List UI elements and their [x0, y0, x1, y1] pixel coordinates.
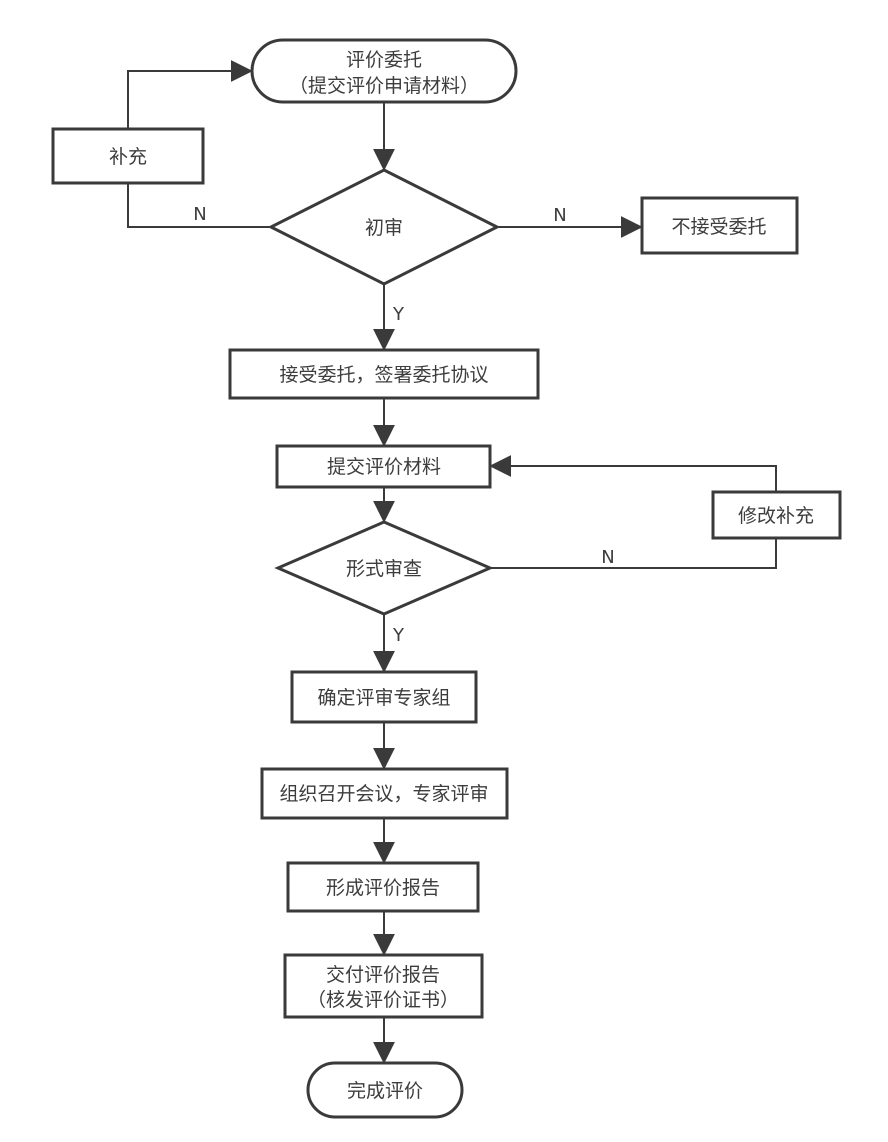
label-formal-review-n: N [601, 547, 614, 568]
formal-review-shape [274, 520, 494, 616]
start-terminal-label-line1: 评价委托 [346, 49, 422, 71]
edge-formal-review-to-modify [490, 538, 777, 569]
node-supplement: 补充 [51, 127, 205, 185]
meeting-label: 组织召开会议，专家评审 [279, 783, 488, 805]
edge-labels: N N Y N Y [193, 204, 614, 646]
meeting-shape [260, 767, 509, 820]
form-report-shape [286, 861, 480, 913]
label-initial-review-n-left: N [193, 204, 206, 225]
form-report-label: 形成评价报告 [326, 877, 440, 899]
node-deliver-report: 交付评价报告 （核发评价证书） [283, 953, 484, 1019]
deliver-report-label-line1: 交付评价报告 [326, 964, 440, 986]
start-terminal-label-line2: （提交评价申请材料） [289, 75, 479, 97]
node-modify-supplement: 修改补充 [711, 490, 842, 540]
finish-terminal-label: 完成评价 [347, 1080, 423, 1102]
initial-review-label: 初审 [365, 217, 403, 239]
initial-review-shape [267, 168, 501, 286]
modify-supplement-shape [711, 490, 842, 540]
node-accept: 接受委托，签署委托协议 [228, 348, 540, 400]
label-formal-review-y: Y [392, 625, 405, 646]
expert-group-shape [290, 670, 478, 724]
node-meeting: 组织召开会议，专家评审 [260, 767, 509, 820]
formal-review-label: 形式审查 [346, 558, 422, 580]
modify-supplement-label: 修改补充 [738, 505, 814, 527]
deliver-report-shape [283, 953, 484, 1019]
edge-initial-review-to-supplement [127, 183, 271, 228]
start-terminal-shape [250, 38, 518, 104]
edge-modify-to-submit [489, 455, 777, 492]
node-finish-terminal: 完成评价 [306, 1061, 464, 1119]
accept-shape [228, 348, 540, 400]
supplement-shape [51, 127, 205, 185]
expert-group-label: 确定评审专家组 [317, 687, 450, 709]
edge-supplement-to-start [127, 60, 253, 129]
node-expert-group: 确定评审专家组 [290, 670, 478, 724]
accept-label: 接受委托，签署委托协议 [279, 364, 488, 386]
submit-materials-shape [275, 444, 492, 489]
submit-materials-label: 提交评价材料 [327, 456, 441, 478]
reject-label: 不接受委托 [671, 216, 766, 238]
node-initial-review-decision: 初审 [267, 168, 501, 286]
finish-terminal-shape [306, 1061, 464, 1119]
label-initial-review-n-right: N [553, 205, 566, 226]
label-initial-review-y: Y [392, 304, 405, 325]
supplement-label: 补充 [109, 146, 147, 168]
node-submit-materials: 提交评价材料 [275, 444, 492, 489]
node-formal-review-decision: 形式审查 [274, 520, 494, 616]
deliver-report-label-line2: （核发评价证书） [307, 989, 459, 1011]
edges [127, 60, 777, 1064]
reject-shape [640, 196, 799, 255]
node-form-report: 形成评价报告 [286, 861, 480, 913]
node-reject: 不接受委托 [640, 196, 799, 255]
node-start-terminal: 评价委托 （提交评价申请材料） [250, 38, 518, 104]
